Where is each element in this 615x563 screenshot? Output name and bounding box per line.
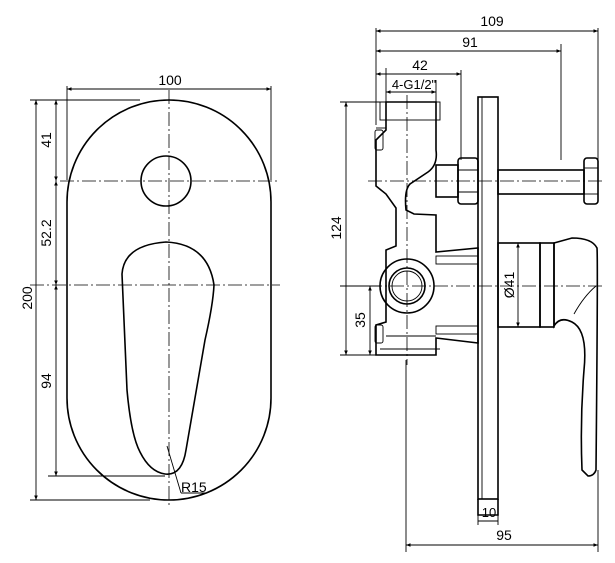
dim-thread-label: 4-G1/2" — [392, 77, 437, 92]
dim-width-label: 100 — [158, 72, 182, 88]
dim-handle-projection-label: 95 — [496, 527, 512, 543]
lever-handle-side — [553, 237, 599, 477]
diverter-knob — [140, 155, 192, 207]
valve-body — [375, 101, 479, 356]
dim-cartridge-diameter-label: Ø41 — [501, 272, 517, 299]
dim-overall-depth-label: 109 — [480, 13, 504, 29]
cartridge-sleeve — [539, 242, 555, 328]
lever-handle — [121, 241, 215, 475]
front-view: 100 200 41 52.2 94 R15 — [19, 72, 280, 505]
dim-axes-height-label: 124 — [328, 216, 344, 240]
side-view: 109 91 42 4-G1/2" 124 35 Ø41 10 95 — [328, 13, 604, 552]
dim-plate-thickness-label: 10 — [482, 505, 496, 520]
dim-depth-to-plate-label: 91 — [462, 34, 478, 50]
dim-diverter-handle-label: 52.2 — [38, 219, 54, 246]
dim-handle-bottom-label: 94 — [38, 373, 54, 389]
dim-top-diverter-label: 41 — [38, 132, 54, 148]
dim-radius-label: R15 — [181, 479, 207, 495]
dim-lower-offset-label: 35 — [352, 312, 368, 328]
dim-height-label: 200 — [19, 286, 35, 310]
dim-body-depth-label: 42 — [412, 57, 428, 73]
mounting-plate — [477, 96, 499, 500]
